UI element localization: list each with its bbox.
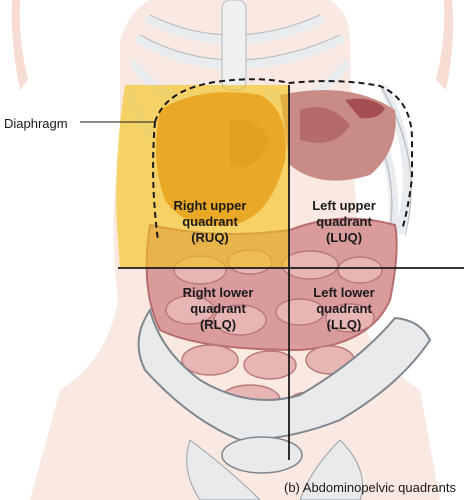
llq-label-line-3: (LLQ) [326,317,362,332]
diaphragm-label: Diaphragm [4,116,68,131]
ruq-label: Right upper quadrant (RUQ) [158,198,262,246]
ruq-label-line-2: quadrant [182,214,238,229]
rlq-label-line-1: Right lower [182,285,254,300]
ruq-label-line-3: (RUQ) [191,230,229,245]
rlq-label-line-3: (RLQ) [199,317,237,332]
luq-label-line-3: (LUQ) [325,230,363,245]
ruq-highlight [116,85,289,268]
rlq-label-line-2: quadrant [190,301,246,316]
ruq-label-line-1: Right upper [173,198,247,213]
luq-label-line-2: quadrant [316,214,372,229]
luq-label-line-1: Left upper [312,198,376,213]
figure-caption: (b) Abdominopelvic quadrants [284,480,456,495]
sternum [221,0,247,91]
rlq-label: Right lower quadrant (RLQ) [166,285,270,333]
llq-label-line-1: Left lower [313,285,375,300]
llq-label-line-2: quadrant [316,301,372,316]
llq-label: Left lower quadrant (LLQ) [292,285,396,333]
pelvis [137,307,432,442]
luq-label: Left upper quadrant (LUQ) [292,198,396,246]
